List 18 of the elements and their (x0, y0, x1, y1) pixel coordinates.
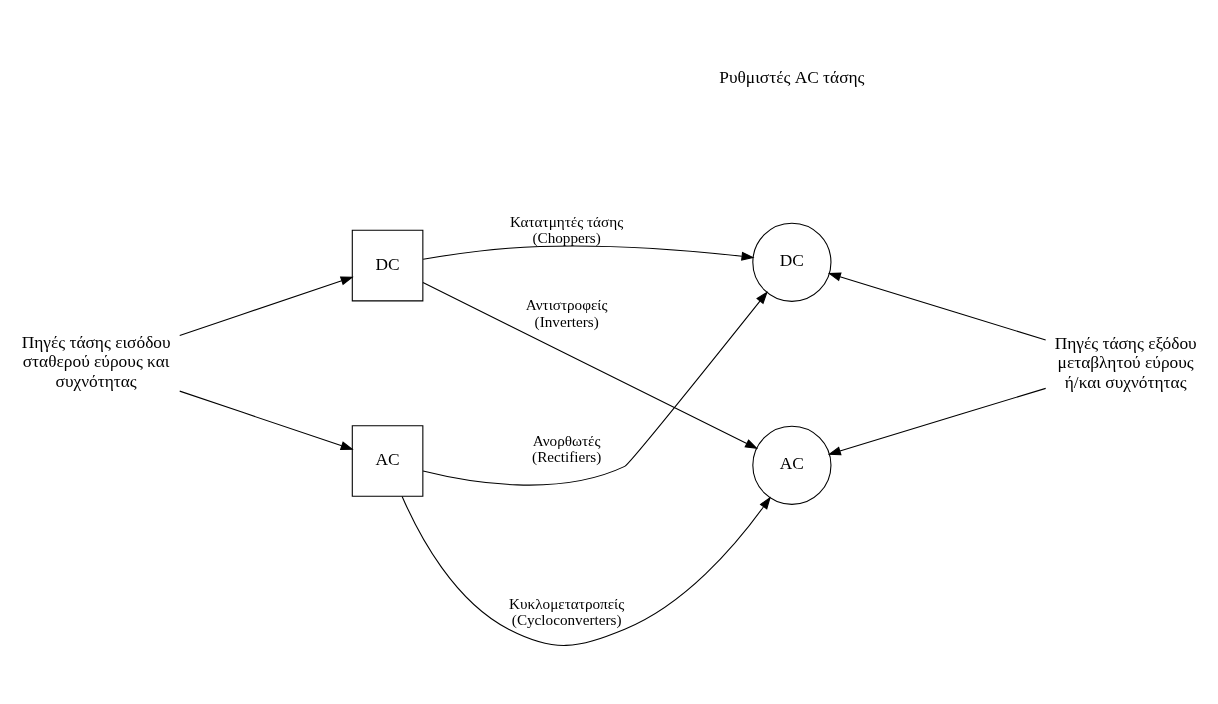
node-circle: AC (752, 425, 832, 505)
arrow (179, 276, 354, 336)
arrow (179, 390, 354, 450)
node-box: AC (351, 424, 424, 497)
arrow (827, 272, 1047, 341)
arrow (422, 290, 768, 486)
label: Ρυθμιστές AC τάσης (719, 67, 865, 87)
arrow (401, 495, 771, 646)
arrow (422, 281, 759, 449)
arrow (827, 387, 1047, 455)
node-text: Πηγές τάσης εξόδου μεταβλητού εύρους ή/και συχνότητας (1054, 333, 1197, 392)
arrow (422, 245, 755, 261)
edge-label: Κατατμητές τάσης (Choppers) (510, 212, 624, 246)
edge-label: Ανορθωτές (Rectifiers) (532, 431, 602, 465)
node-box: DC (351, 229, 424, 301)
edge-label: Κυκλομετατροπείς (Cycloconverters) (509, 594, 625, 628)
edge-label: Αντιστροφείς (Inverters) (525, 295, 608, 330)
node-text: Πηγές τάσης εισόδου σταθερού εύρους και συχνότητας (21, 332, 171, 391)
